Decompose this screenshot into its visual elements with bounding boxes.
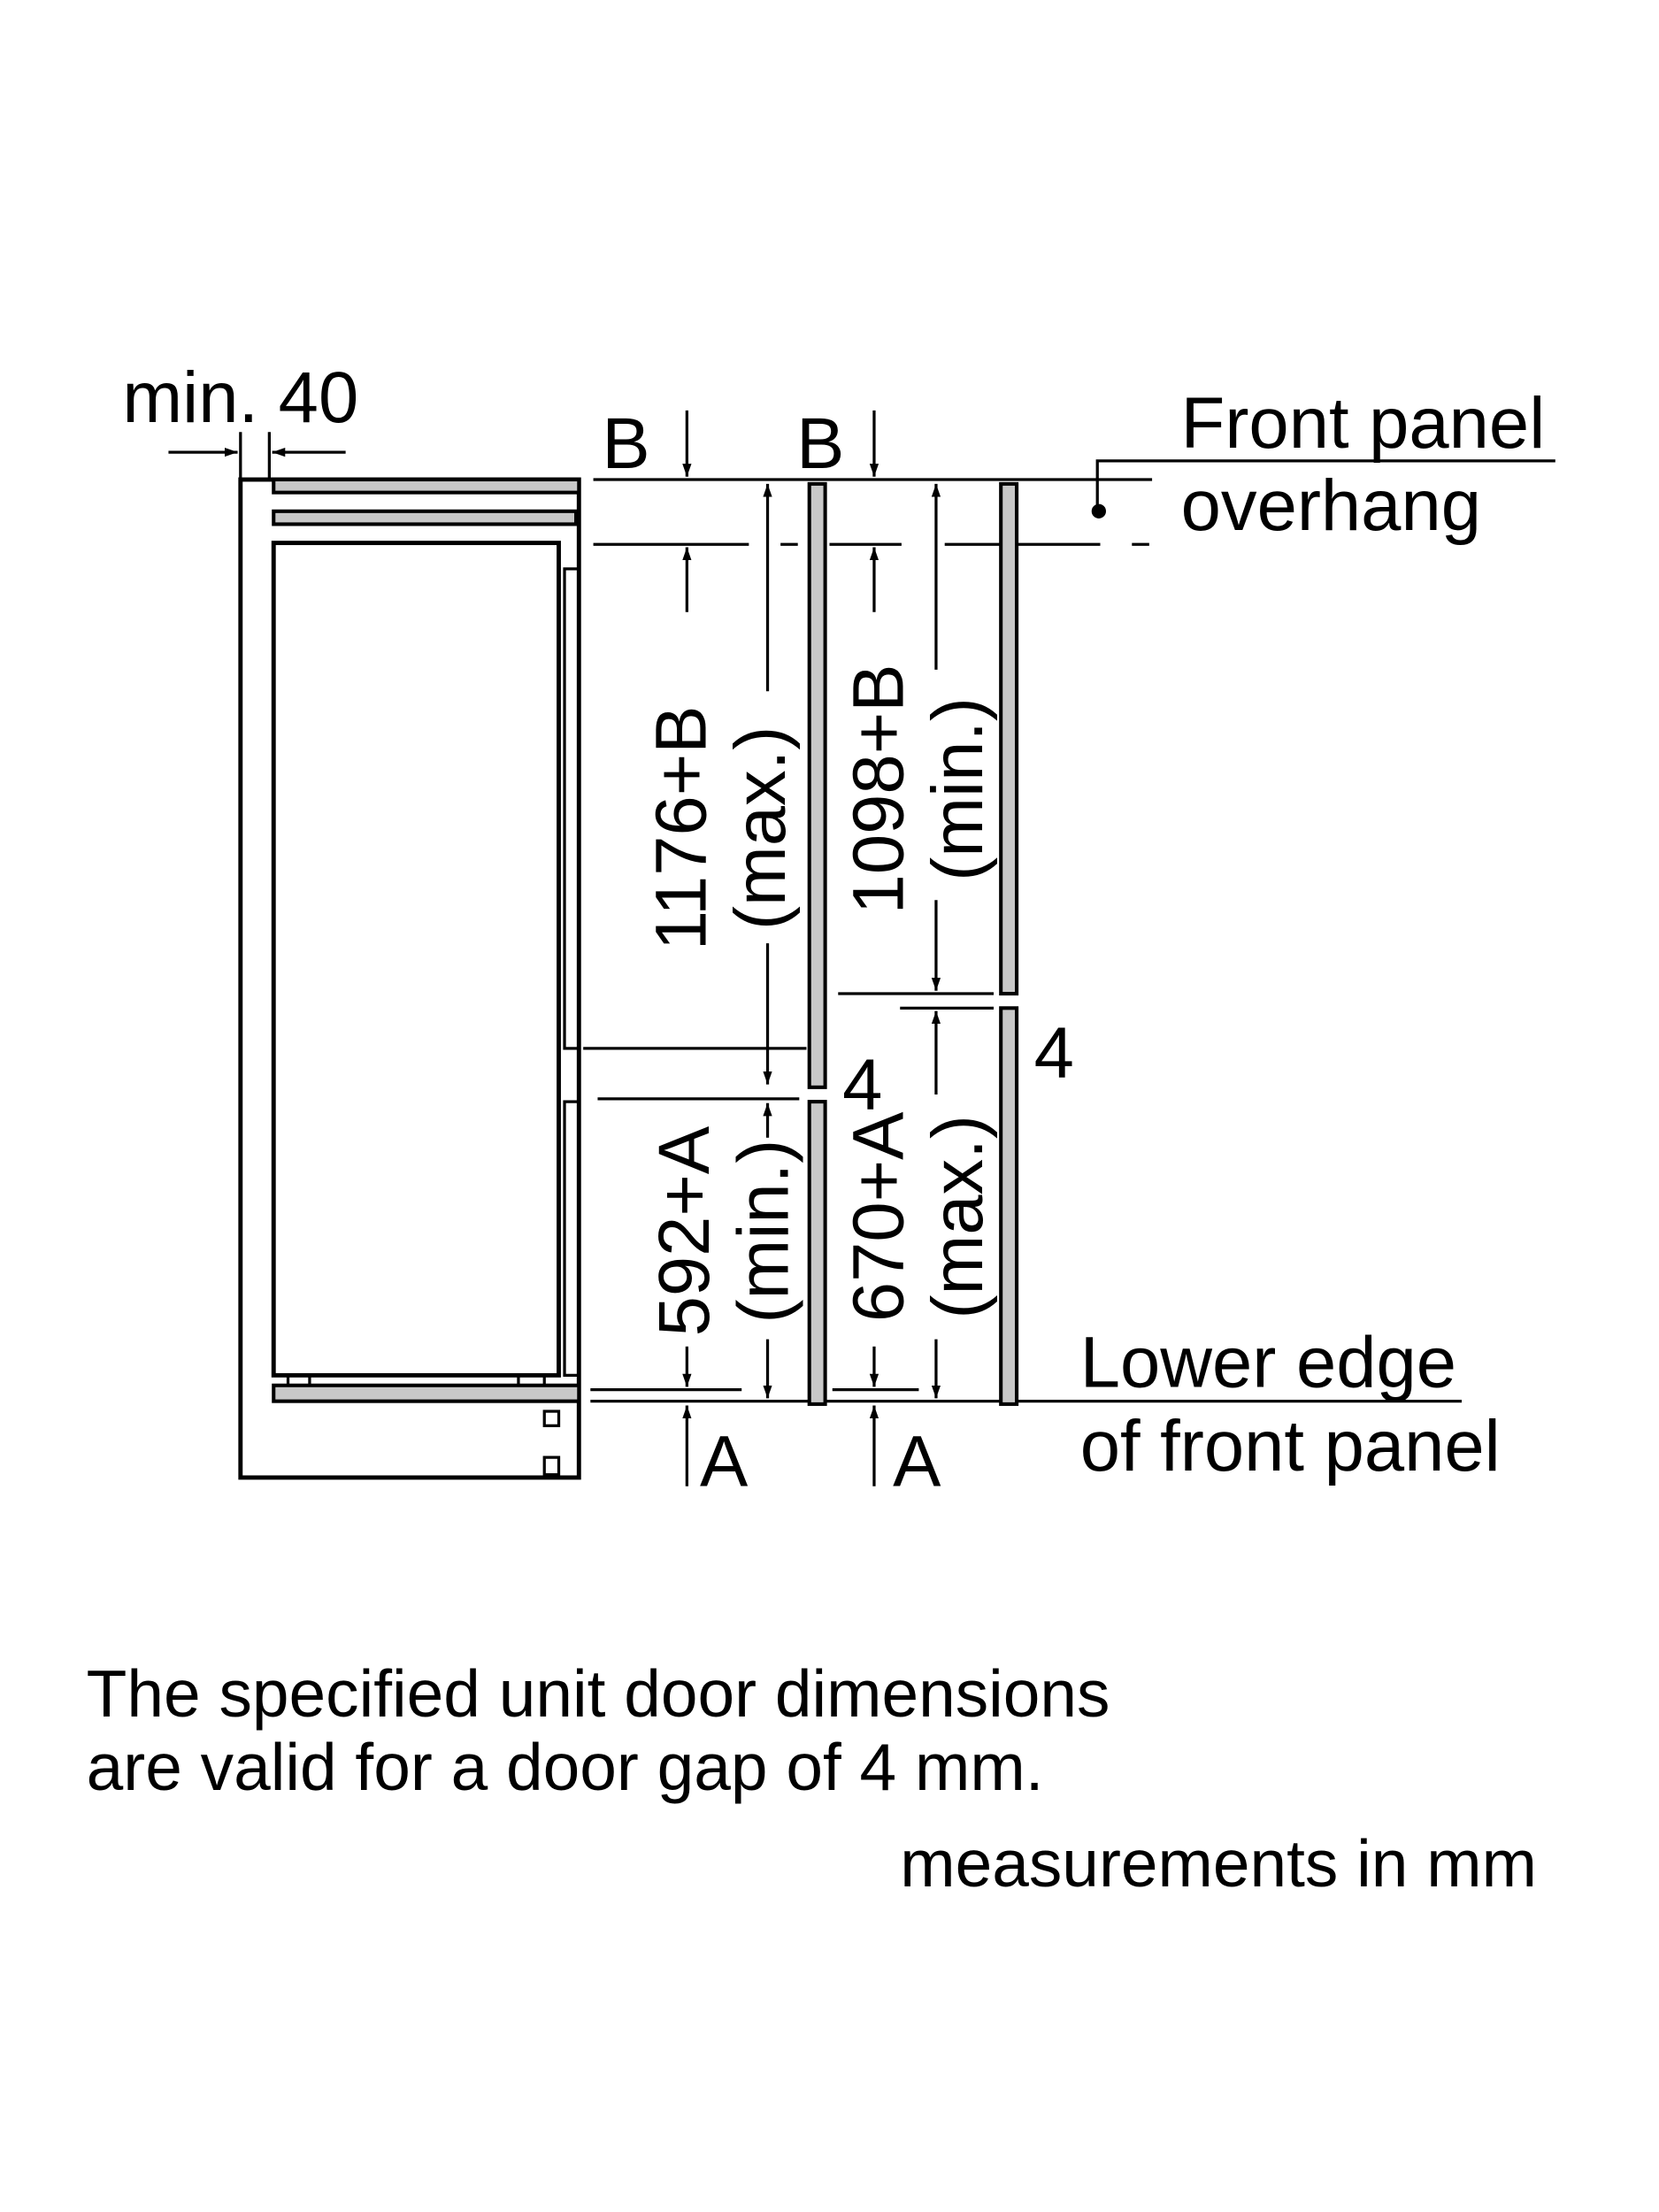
overhang-leader-line [1095,459,1555,511]
door-panel-upper-left [807,481,827,1089]
door-panel-lower-left [807,1100,827,1406]
b-label-right: B [796,403,844,484]
front-panel-label-line2: overhang [1181,465,1481,546]
cabinet-outline [238,432,581,1480]
appliance-body [271,477,581,1477]
min-gap-label: min. 40 [122,357,358,438]
door-panel-upper-right [999,481,1019,996]
dim-upper-left: 1176+B [641,705,722,950]
dim-lower-left-qualifier: (min.) [723,1140,803,1324]
dim-upper-right: 1098+B [839,664,919,915]
note-line1: The specified unit door dimensions [87,1656,1110,1731]
dim-lower-left: 592+A [644,1125,725,1336]
b-label-left: B [602,403,649,484]
note-line2: are valid for a door gap of 4 mm. [87,1730,1044,1804]
dim-lower-right: 670+A [839,1111,919,1322]
units-note: measurements in mm [900,1826,1537,1901]
a-label-left: A [700,1422,749,1502]
gap-label-left: 4 [842,1044,882,1125]
a-label-right: A [893,1422,941,1502]
gap-label-right: 4 [1034,1012,1074,1093]
lower-edge-label-line1: Lower edge [1080,1322,1456,1402]
front-panel-label-line1: Front panel [1181,383,1546,464]
lower-edge-label-line2: of front panel [1080,1406,1501,1486]
overhang-leader-dot [1091,503,1106,518]
door-panel-lower-right [999,1006,1019,1406]
dim-upper-right-qualifier: (min.) [918,697,998,881]
dim-lower-right-qualifier: (max.) [918,1115,998,1319]
dim-upper-left-qualifier: (max.) [720,726,801,931]
